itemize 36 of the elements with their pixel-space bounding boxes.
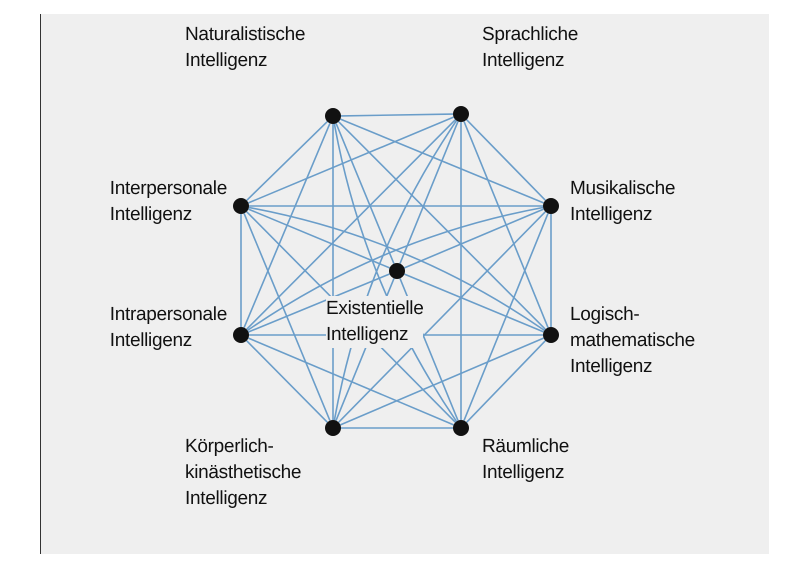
- connector-line: [248, 116, 454, 204]
- node-label: Räumliche Intelligenz: [482, 435, 570, 485]
- connector-line: [338, 211, 546, 423]
- connector-line: [248, 273, 390, 333]
- connector-line: [399, 121, 459, 264]
- connector-line: [338, 121, 546, 330]
- connector-line: [340, 113, 454, 117]
- connector-line: [466, 119, 546, 201]
- connector-line: [248, 208, 390, 269]
- connector-line: [335, 123, 395, 264]
- connector-line: [466, 340, 546, 423]
- connector-line: [243, 213, 331, 421]
- connector-line: [404, 273, 544, 333]
- connector-line: [340, 337, 544, 426]
- connector-line: [248, 337, 454, 426]
- connector-line: [463, 213, 549, 421]
- connector-line: [341, 427, 453, 429]
- connector-line: [460, 122, 462, 420]
- connector-line: [550, 214, 552, 327]
- node-label: Musikalische Intelligenz: [570, 177, 676, 227]
- connector-line: [249, 205, 543, 207]
- connector-line: [246, 119, 456, 330]
- connector-line: [246, 340, 328, 423]
- node-label: Existentielle Intelligenz: [326, 296, 424, 348]
- node-label: Körperlich-kinästhetische Intelligenz: [185, 435, 302, 511]
- node-label: Sprachliche Intelligenz: [482, 23, 578, 73]
- connector-line: [243, 123, 331, 328]
- connector-line: [340, 118, 544, 204]
- node-label: Intrapersonale Intelligenz: [110, 303, 227, 353]
- connector-line: [404, 208, 544, 269]
- connector-line: [463, 121, 549, 328]
- connector-line: [246, 121, 328, 201]
- node-label: Interpersonale Intelligenz: [110, 177, 227, 227]
- connector-line: [240, 214, 242, 327]
- node-label: Logisch-mathematische Intelligenz: [570, 303, 695, 379]
- node-label: Naturalistische Intelligenz: [185, 23, 306, 73]
